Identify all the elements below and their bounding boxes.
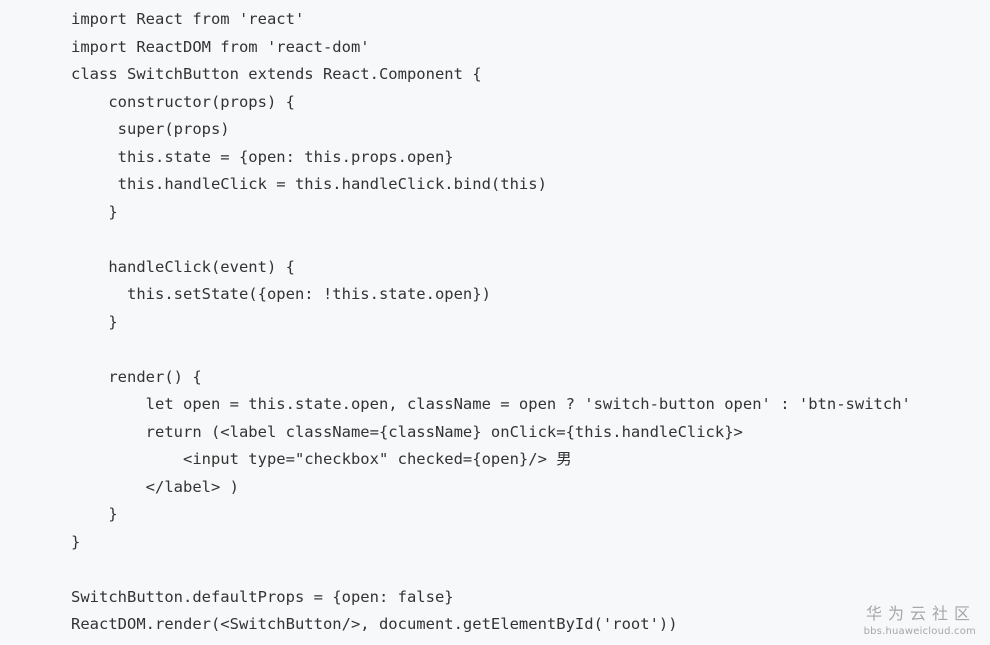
code-line: [71, 336, 911, 364]
code-line: import React from 'react': [71, 10, 305, 28]
code-line: }: [71, 532, 81, 551]
watermark: 华为云社区 bbs.huaweicloud.com: [836, 600, 976, 637]
code-line: constructor(props) {: [71, 92, 295, 111]
code-line: [71, 226, 911, 254]
code-line: }: [71, 202, 118, 221]
code-line: </label> ): [71, 477, 239, 496]
code-line: SwitchButton.defaultProps = {open: false…: [71, 587, 454, 606]
code-line: import ReactDOM from 'react-dom': [71, 37, 370, 56]
code-line: let open = this.state.open, className = …: [71, 395, 911, 413]
watermark-title: 华为云社区: [865, 604, 976, 623]
code-line: [71, 556, 911, 584]
code-line: class SwitchButton extends React.Compone…: [71, 65, 482, 83]
code-line: <input type="checkbox" checked={open}/> …: [71, 450, 572, 468]
code-line: this.setState({open: !this.state.open}): [71, 285, 491, 303]
code-line: super(props): [71, 120, 230, 138]
code-line: handleClick(event) {: [71, 257, 295, 276]
watermark-url: bbs.huaweicloud.com: [863, 626, 976, 637]
code-block: import React from 'react' import ReactDOM…: [71, 6, 911, 639]
code-line: return (<label className={className} onC…: [71, 422, 743, 441]
code-line: render() {: [71, 367, 202, 386]
code-line: }: [71, 312, 118, 331]
code-line: ReactDOM.render(<SwitchButton/>, documen…: [71, 615, 678, 633]
code-line: }: [71, 505, 118, 523]
code-line: this.state = {open: this.props.open}: [71, 147, 454, 166]
code-line: this.handleClick = this.handleClick.bind…: [71, 175, 547, 193]
